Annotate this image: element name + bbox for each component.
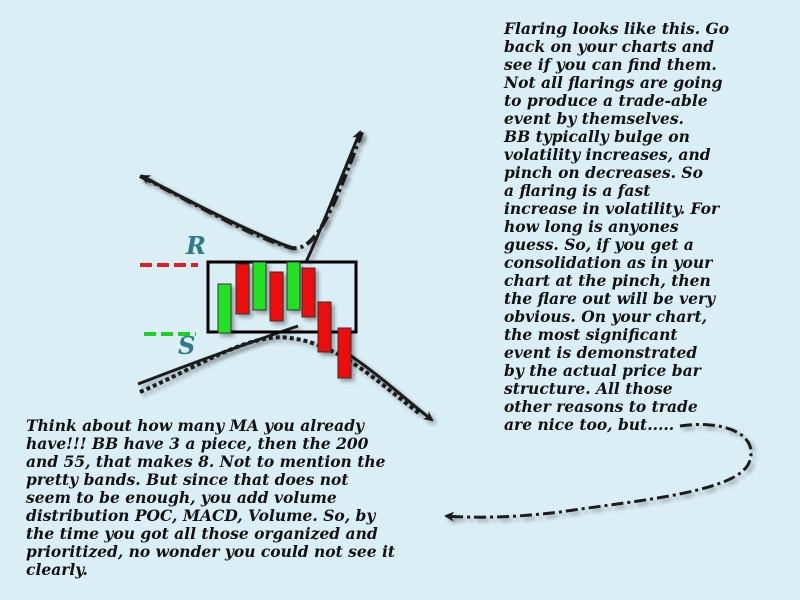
connector-curved-arrow xyxy=(444,423,753,522)
lower-band-dotted-curve xyxy=(139,335,422,416)
candle-bull xyxy=(286,261,301,311)
candle-bear xyxy=(317,301,332,353)
candles xyxy=(217,261,352,379)
upper-band-dashdot-curve xyxy=(139,131,364,251)
consolidation-box xyxy=(206,260,358,334)
support-label: S xyxy=(178,331,195,360)
candle-bear xyxy=(337,327,352,379)
candle-bull xyxy=(252,261,267,311)
candle-bear xyxy=(301,267,316,318)
candle-bear xyxy=(269,271,284,322)
candle-bull xyxy=(217,283,232,334)
resistance-label: R xyxy=(185,231,206,260)
lower-band-right-arrow xyxy=(347,352,434,422)
moving-averages-text: Think about how many MA you already have… xyxy=(26,416,396,579)
flaring-explanation-text: Flaring looks like this. Go back on your… xyxy=(504,19,730,434)
upper-band-right-arrow xyxy=(304,130,362,263)
upper-band-left-arrow xyxy=(140,174,293,250)
candle-bear xyxy=(235,263,250,315)
